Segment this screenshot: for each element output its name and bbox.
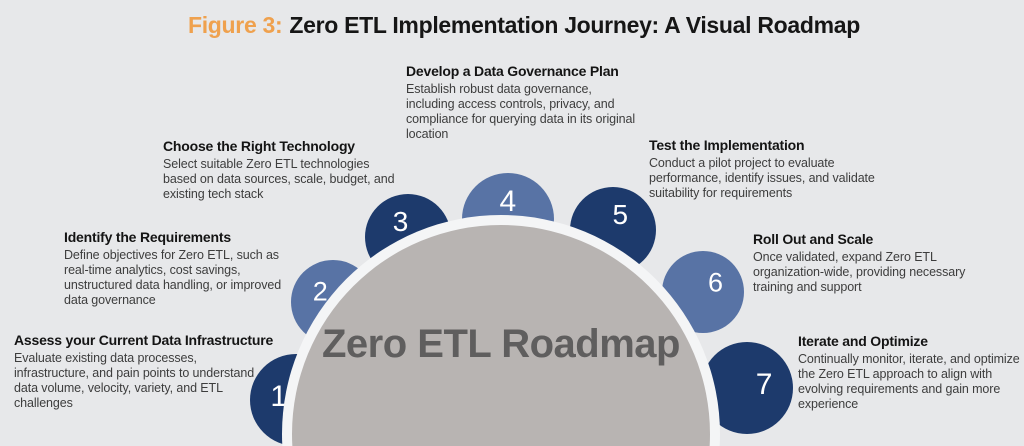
step-3-description: Select suitable Zero ETL technologies ba…	[163, 157, 395, 201]
step-6-number: 6	[707, 267, 723, 298]
figure-title: Figure 3:Zero ETL Implementation Journey…	[12, 12, 1024, 39]
step-4-title: Develop a Data Governance Plan	[406, 63, 619, 79]
step-5-number: 5	[612, 199, 629, 231]
step-6-title: Roll Out and Scale	[753, 231, 874, 247]
step-4-number: 4	[499, 184, 517, 218]
step-7-description: Continually monitor, iterate, and optimi…	[798, 352, 1020, 411]
step-6-description: Once validated, expand Zero ETL organiza…	[753, 250, 966, 294]
figure-title-text: Zero ETL Implementation Journey: A Visua…	[289, 12, 861, 38]
step-1-description: Evaluate existing data processes, infras…	[14, 351, 255, 410]
step-3-number: 3	[392, 206, 409, 238]
step-5-description: Conduct a pilot project to evaluate perf…	[649, 156, 875, 200]
step-2-number: 2	[312, 276, 328, 307]
step-7-title: Iterate and Optimize	[798, 333, 928, 349]
step-1-title: Assess your Current Data Infrastructure	[14, 332, 274, 348]
step-2-description: Define objectives for Zero ETL, such as …	[64, 248, 282, 307]
step-3-title: Choose the Right Technology	[163, 138, 355, 154]
step-7-number: 7	[755, 367, 773, 401]
step-2-title: Identify the Requirements	[64, 229, 231, 245]
step-4-description: Establish robust data governance, includ…	[406, 82, 636, 141]
roadmap-center-label: Zero ETL Roadmap	[322, 322, 680, 366]
figure-label: Figure 3:	[187, 12, 283, 38]
step-5-title: Test the Implementation	[649, 137, 805, 153]
